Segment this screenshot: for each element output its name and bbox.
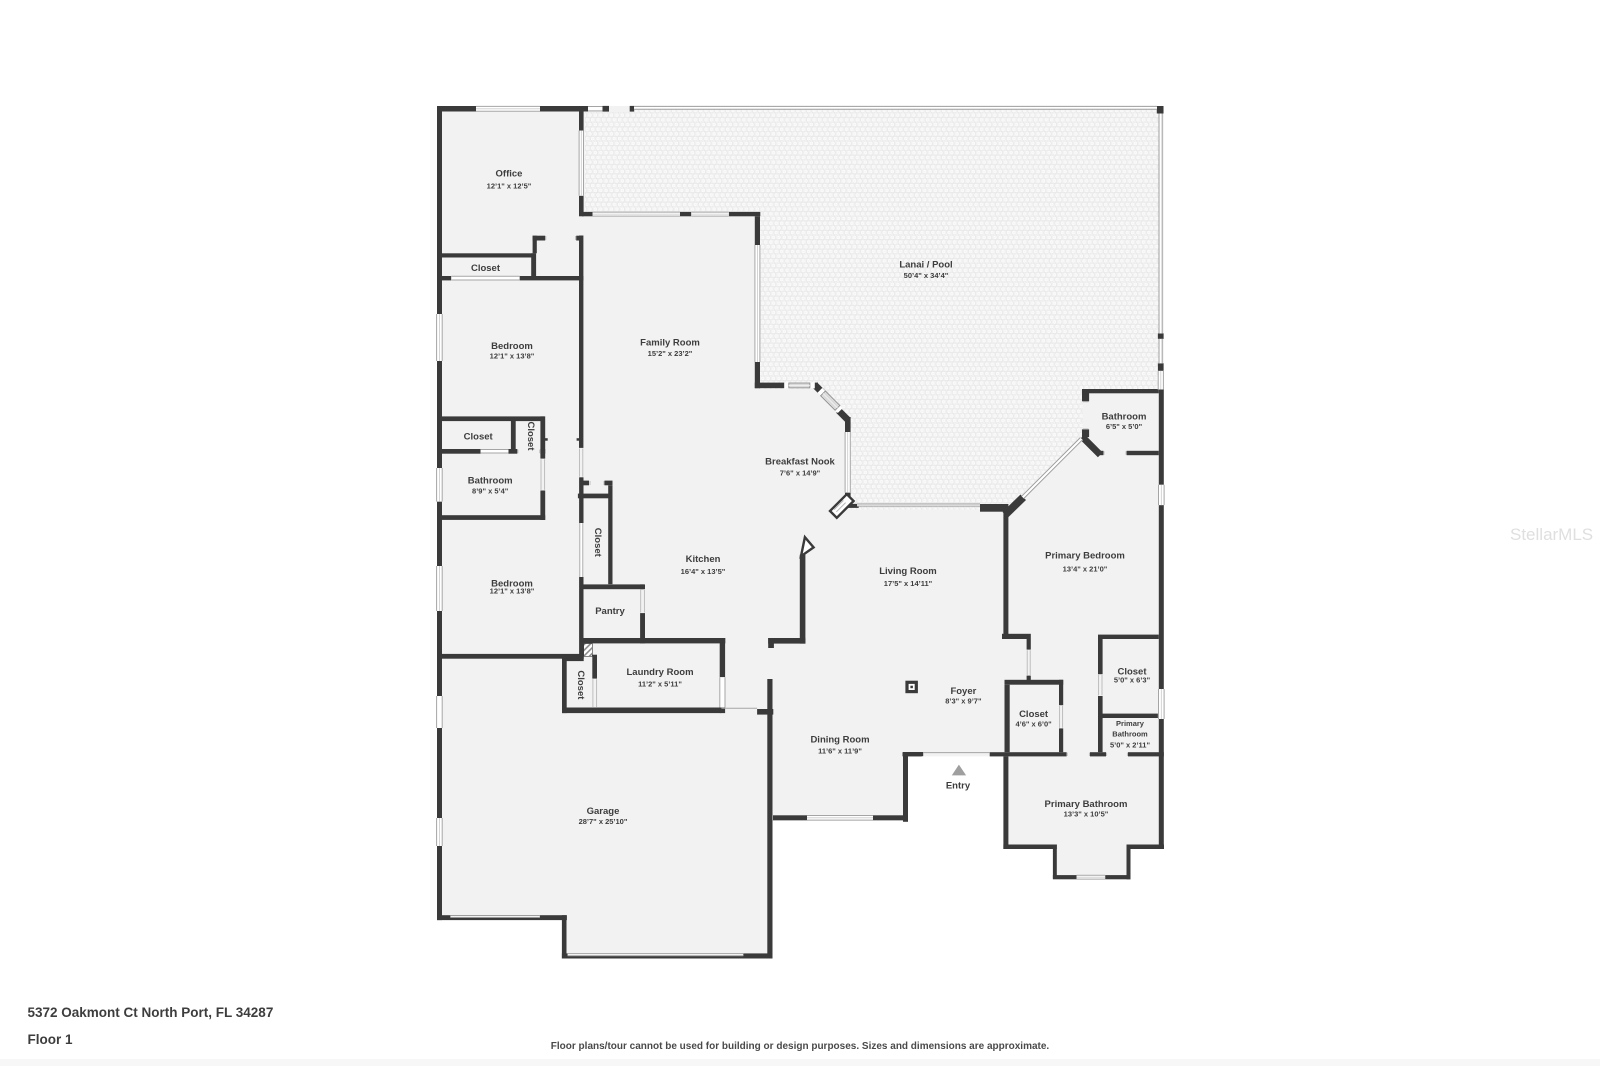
svg-text:5’0" x 2’11": 5’0" x 2’11" [1110,741,1151,750]
svg-text:11’2" x 5’11": 11’2" x 5’11" [638,680,682,689]
svg-text:16’4" x 13’5": 16’4" x 13’5" [681,567,726,576]
svg-text:Closet: Closet [464,432,494,443]
svg-text:Bathroom: Bathroom [1102,412,1147,423]
svg-text:50’4" x 34’4": 50’4" x 34’4" [904,271,949,280]
svg-text:13’4" x 21’0": 13’4" x 21’0" [1063,565,1108,574]
svg-text:Closet: Closet [471,263,501,274]
svg-text:5372 Oakmont Ct North Port, FL: 5372 Oakmont Ct North Port, FL 34287 [28,1005,274,1020]
svg-text:Closet: Closet [1019,709,1049,720]
svg-text:11’6" x 11’9": 11’6" x 11’9" [818,747,862,756]
svg-text:7’6" x 14’9": 7’6" x 14’9" [780,469,821,478]
svg-text:Bedroom: Bedroom [491,579,533,590]
svg-text:Floor 1: Floor 1 [28,1032,73,1047]
svg-text:Lanai / Pool: Lanai / Pool [899,260,952,271]
svg-text:Primary: Primary [1116,719,1145,728]
svg-text:Pantry: Pantry [595,606,625,617]
svg-text:17’5" x 14’11": 17’5" x 14’11" [884,579,933,588]
svg-text:Living Room: Living Room [879,566,937,577]
svg-text:5’0" x 6’3": 5’0" x 6’3" [1114,676,1151,685]
svg-text:Primary Bedroom: Primary Bedroom [1045,551,1125,562]
svg-text:Foyer: Foyer [950,686,976,697]
svg-text:12’1" x 12’5": 12’1" x 12’5" [487,182,532,191]
svg-text:Family Room: Family Room [640,338,700,349]
svg-text:Closet: Closet [592,528,603,558]
svg-text:13’3" x 10’5": 13’3" x 10’5" [1064,810,1109,819]
svg-text:12’1" x 13’8": 12’1" x 13’8" [490,352,535,361]
svg-text:Closet: Closet [1117,667,1147,678]
svg-text:8’9" x 5’4": 8’9" x 5’4" [472,487,509,496]
svg-text:12’1" x 13’8": 12’1" x 13’8" [490,587,535,596]
svg-text:4’6" x 6’0": 4’6" x 6’0" [1015,720,1052,729]
svg-text:StellarMLS: StellarMLS [1510,525,1593,544]
svg-text:Laundry Room: Laundry Room [626,667,693,678]
svg-text:8’3" x 9’7": 8’3" x 9’7" [945,697,982,706]
svg-text:Office: Office [496,169,523,180]
svg-text:Bathroom: Bathroom [1112,730,1148,739]
svg-text:Dining Room: Dining Room [810,735,869,746]
svg-text:28’7" x 25’10": 28’7" x 25’10" [579,817,628,826]
svg-text:Bedroom: Bedroom [491,341,533,352]
svg-text:Closet: Closet [525,421,536,451]
svg-text:Garage: Garage [587,806,620,817]
svg-text:Breakfast Nook: Breakfast Nook [765,457,835,468]
svg-text:Floor plans/tour cannot be use: Floor plans/tour cannot be used for buil… [551,1041,1050,1052]
svg-text:Entry: Entry [946,781,971,792]
svg-text:Kitchen: Kitchen [686,554,721,565]
svg-text:6’5" x 5’0": 6’5" x 5’0" [1106,422,1143,431]
svg-text:Primary Bathroom: Primary Bathroom [1045,799,1128,810]
svg-text:Bathroom: Bathroom [468,476,513,487]
svg-text:Closet: Closet [575,670,586,700]
svg-text:15’2" x 23’2": 15’2" x 23’2" [648,349,693,358]
